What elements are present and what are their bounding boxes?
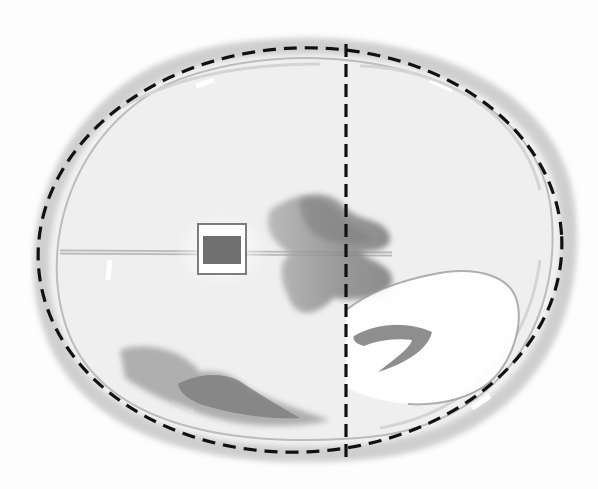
cavum-core (203, 236, 241, 264)
